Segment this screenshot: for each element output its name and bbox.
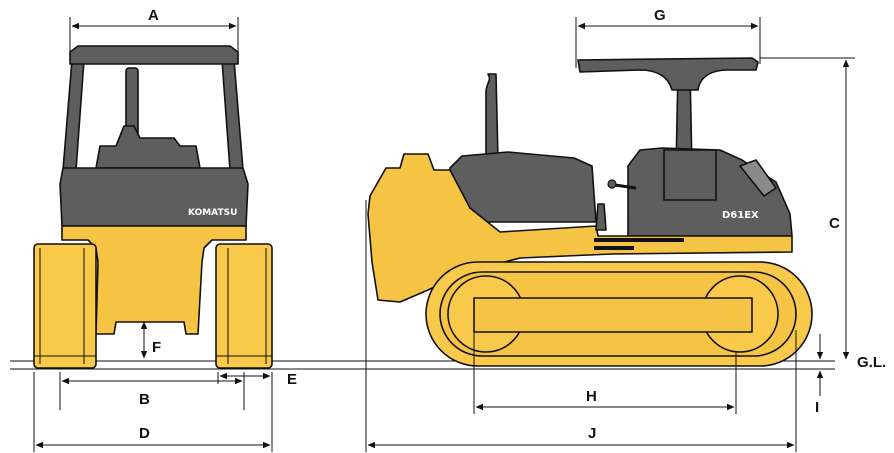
side-ripper-frame [739, 159, 777, 197]
dimension-h-label: H [586, 388, 597, 405]
dimension-c-label: C [829, 215, 840, 232]
side-dimensions: G C G.L. I H J [365, 7, 886, 452]
front-cab-inner [95, 125, 201, 169]
side-track-frame [473, 297, 753, 333]
front-view: KOMATSU [33, 45, 273, 369]
front-rops-right-post [221, 59, 244, 171]
ground-line-label: G.L. [857, 354, 886, 371]
dimension-d-label: D [139, 425, 150, 442]
side-seat [663, 149, 717, 201]
dimension-g-label: G [654, 7, 666, 24]
side-rops-roof [577, 57, 759, 91]
side-exhaust-stack [485, 73, 499, 161]
dimension-i-label: I [815, 399, 819, 416]
side-model-badge: D61EX [722, 210, 759, 221]
side-view: D61EX [367, 57, 813, 367]
dimension-j-label: J [588, 425, 596, 442]
front-track-right [215, 243, 273, 369]
dimension-b-label: B [139, 391, 150, 408]
front-dimensions: A F B E D [33, 7, 297, 452]
front-rops-left-post [62, 59, 85, 171]
dimension-e-label: E [287, 371, 297, 388]
dimension-f-label: F [152, 339, 161, 356]
front-rops-roof [69, 45, 239, 65]
dimension-a-label: A [148, 7, 159, 24]
front-brand-badge: KOMATSU [188, 208, 237, 218]
front-track-left [33, 243, 97, 369]
